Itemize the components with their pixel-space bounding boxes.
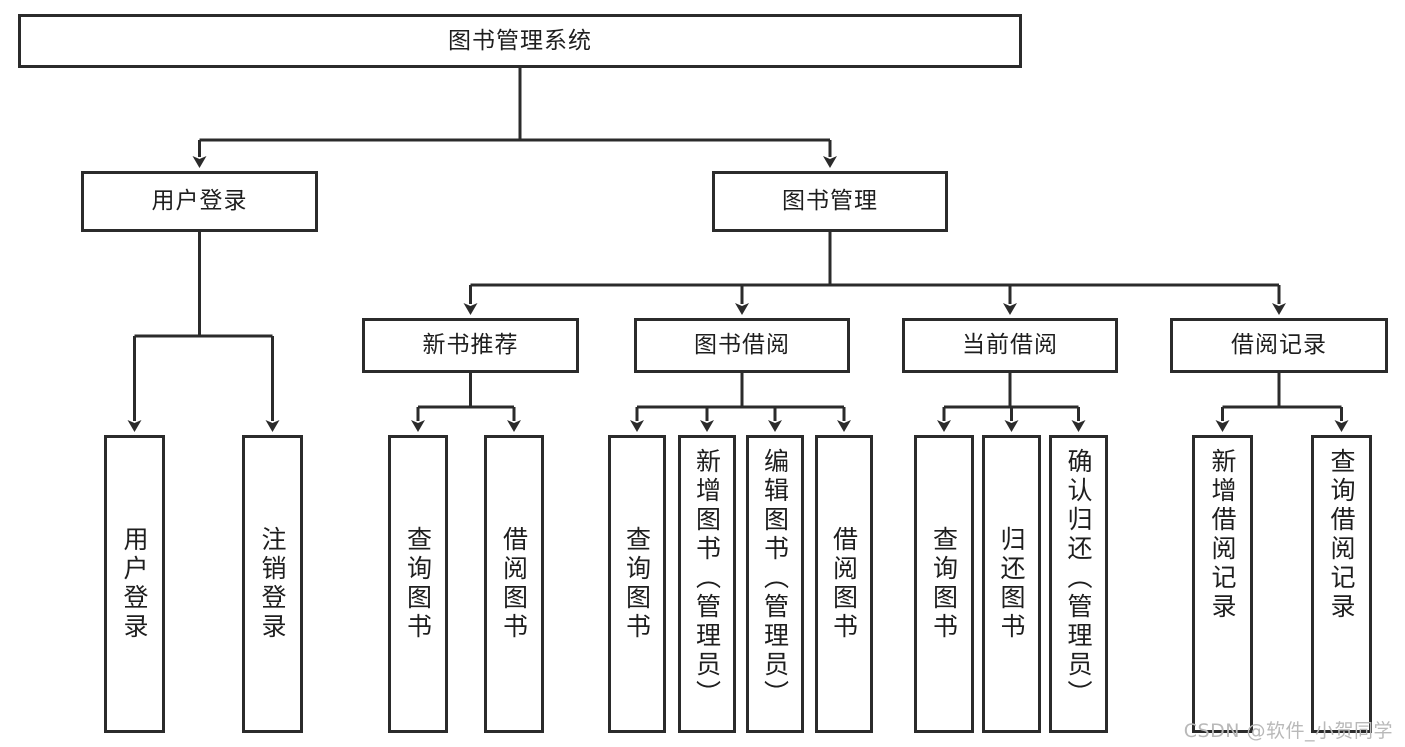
node-label: 确认归还（管理员）	[1064, 448, 1093, 709]
node-label: 新增图书（管理员）	[692, 448, 722, 709]
node-label: 图书借阅	[694, 332, 790, 358]
node-newrec[interactable]: 新书推荐	[362, 318, 579, 373]
node-label: 查询图书	[403, 526, 433, 642]
node-label: 编辑图书（管理员）	[760, 448, 790, 709]
node-b3[interactable]: 编辑图书（管理员）	[746, 435, 804, 733]
node-r2[interactable]: 查询借阅记录	[1311, 435, 1372, 733]
node-r1[interactable]: 新增借阅记录	[1192, 435, 1253, 733]
node-l2[interactable]: 注销登录	[242, 435, 303, 733]
node-records[interactable]: 借阅记录	[1170, 318, 1388, 373]
node-label: 当前借阅	[962, 332, 1058, 358]
node-bookmgmt[interactable]: 图书管理	[712, 171, 948, 232]
node-label: 查询图书	[929, 526, 959, 642]
node-label: 新书推荐	[422, 332, 519, 358]
node-current[interactable]: 当前借阅	[902, 318, 1118, 373]
node-login[interactable]: 用户登录	[81, 171, 318, 232]
node-c2[interactable]: 归还图书	[982, 435, 1041, 733]
node-borrow[interactable]: 图书借阅	[634, 318, 850, 373]
node-label: 注销登录	[258, 526, 287, 642]
node-label: 图书管理系统	[448, 27, 592, 54]
node-label: 查询图书	[622, 526, 652, 642]
node-c3[interactable]: 确认归还（管理员）	[1049, 435, 1108, 733]
node-label: 借阅图书	[499, 526, 529, 642]
node-label: 归还图书	[997, 526, 1026, 642]
node-b4[interactable]: 借阅图书	[815, 435, 873, 733]
node-root[interactable]: 图书管理系统	[18, 14, 1022, 68]
node-label: 新增借阅记录	[1208, 448, 1237, 622]
node-l1[interactable]: 用户登录	[104, 435, 165, 733]
node-label: 借阅记录	[1231, 332, 1327, 358]
node-c1[interactable]: 查询图书	[914, 435, 974, 733]
node-label: 查询借阅记录	[1327, 448, 1356, 622]
node-n2[interactable]: 借阅图书	[484, 435, 544, 733]
watermark-text: CSDN @软件_小贺同学	[1183, 720, 1393, 742]
node-label: 借阅图书	[829, 526, 859, 642]
node-label: 图书管理	[782, 188, 878, 214]
node-label: 用户登录	[120, 526, 149, 642]
node-b1[interactable]: 查询图书	[608, 435, 666, 733]
node-label: 用户登录	[151, 188, 248, 214]
node-n1[interactable]: 查询图书	[388, 435, 448, 733]
node-b2[interactable]: 新增图书（管理员）	[678, 435, 736, 733]
